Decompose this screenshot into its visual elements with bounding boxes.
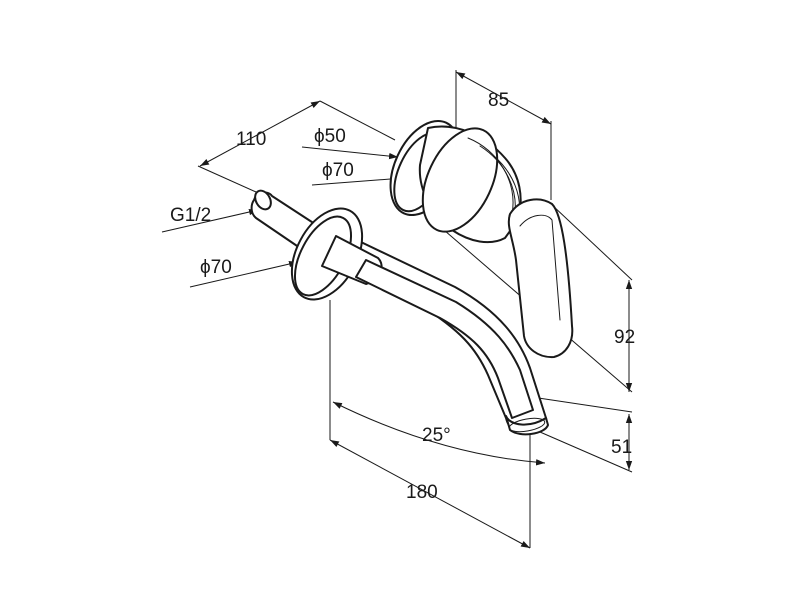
leader-phi50 [301,146,399,160]
dim-line-85 [455,71,552,125]
dim-line-110 [199,100,321,167]
label-thread: G1/2 [170,205,211,226]
label-25-degree: 25° [422,425,451,446]
label-180: 180 [406,482,438,503]
leader-thread [161,208,259,233]
label-phi70-upper: ϕ70 [322,160,354,181]
mixer-lever [507,198,574,359]
label-51: 51 [611,437,632,458]
dimension-lines [161,71,633,549]
label-phi70-lower: ϕ70 [200,257,232,278]
leader-phi70-lower [189,260,299,288]
label-92: 92 [614,327,635,348]
label-phi50: ϕ50 [314,126,346,147]
dim-arc-25 [332,401,546,466]
mixer-body [389,119,574,359]
label-85: 85 [488,90,509,111]
label-110: 110 [236,129,266,150]
spout [250,189,549,436]
dimension-labels: 110 ϕ50 ϕ70 G1/2 ϕ70 85 92 51 25° 180 [170,90,635,503]
